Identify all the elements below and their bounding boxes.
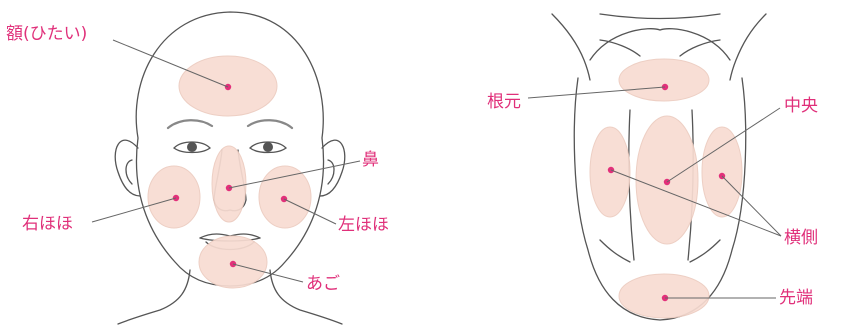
- right-eyebrow: [168, 120, 212, 128]
- right-iris: [187, 142, 197, 152]
- palate-top: [600, 14, 720, 19]
- center-label: 中央: [784, 96, 818, 116]
- throat-left: [552, 14, 590, 80]
- left-iris: [263, 142, 273, 152]
- uvula-left: [600, 40, 640, 56]
- left-cheek-label: 左ほほ: [338, 215, 389, 235]
- left-eyebrow: [248, 120, 292, 128]
- throat-right: [730, 14, 766, 80]
- root-zone: [619, 59, 709, 101]
- forehead-label: 額(ひたい): [6, 24, 87, 44]
- chin-label: あご: [306, 274, 340, 294]
- right-ear-inner: [126, 160, 132, 184]
- right-cheek-label: 右ほほ: [22, 214, 73, 234]
- side-label: 横側: [784, 228, 818, 248]
- nose-zone: [212, 146, 246, 222]
- left-ear-inner: [328, 160, 334, 184]
- tongue-line-bl: [600, 240, 630, 262]
- tongue-line-br: [690, 240, 720, 262]
- tip-label: 先端: [779, 288, 813, 308]
- tongue-zones: [590, 59, 742, 318]
- nose-label: 鼻: [362, 150, 379, 170]
- neck-left: [118, 270, 190, 324]
- root-label: 根元: [487, 92, 521, 112]
- right-side-zone: [702, 127, 742, 217]
- palate-arch: [590, 29, 730, 60]
- uvula-right: [680, 40, 720, 56]
- face-zones: [148, 56, 311, 288]
